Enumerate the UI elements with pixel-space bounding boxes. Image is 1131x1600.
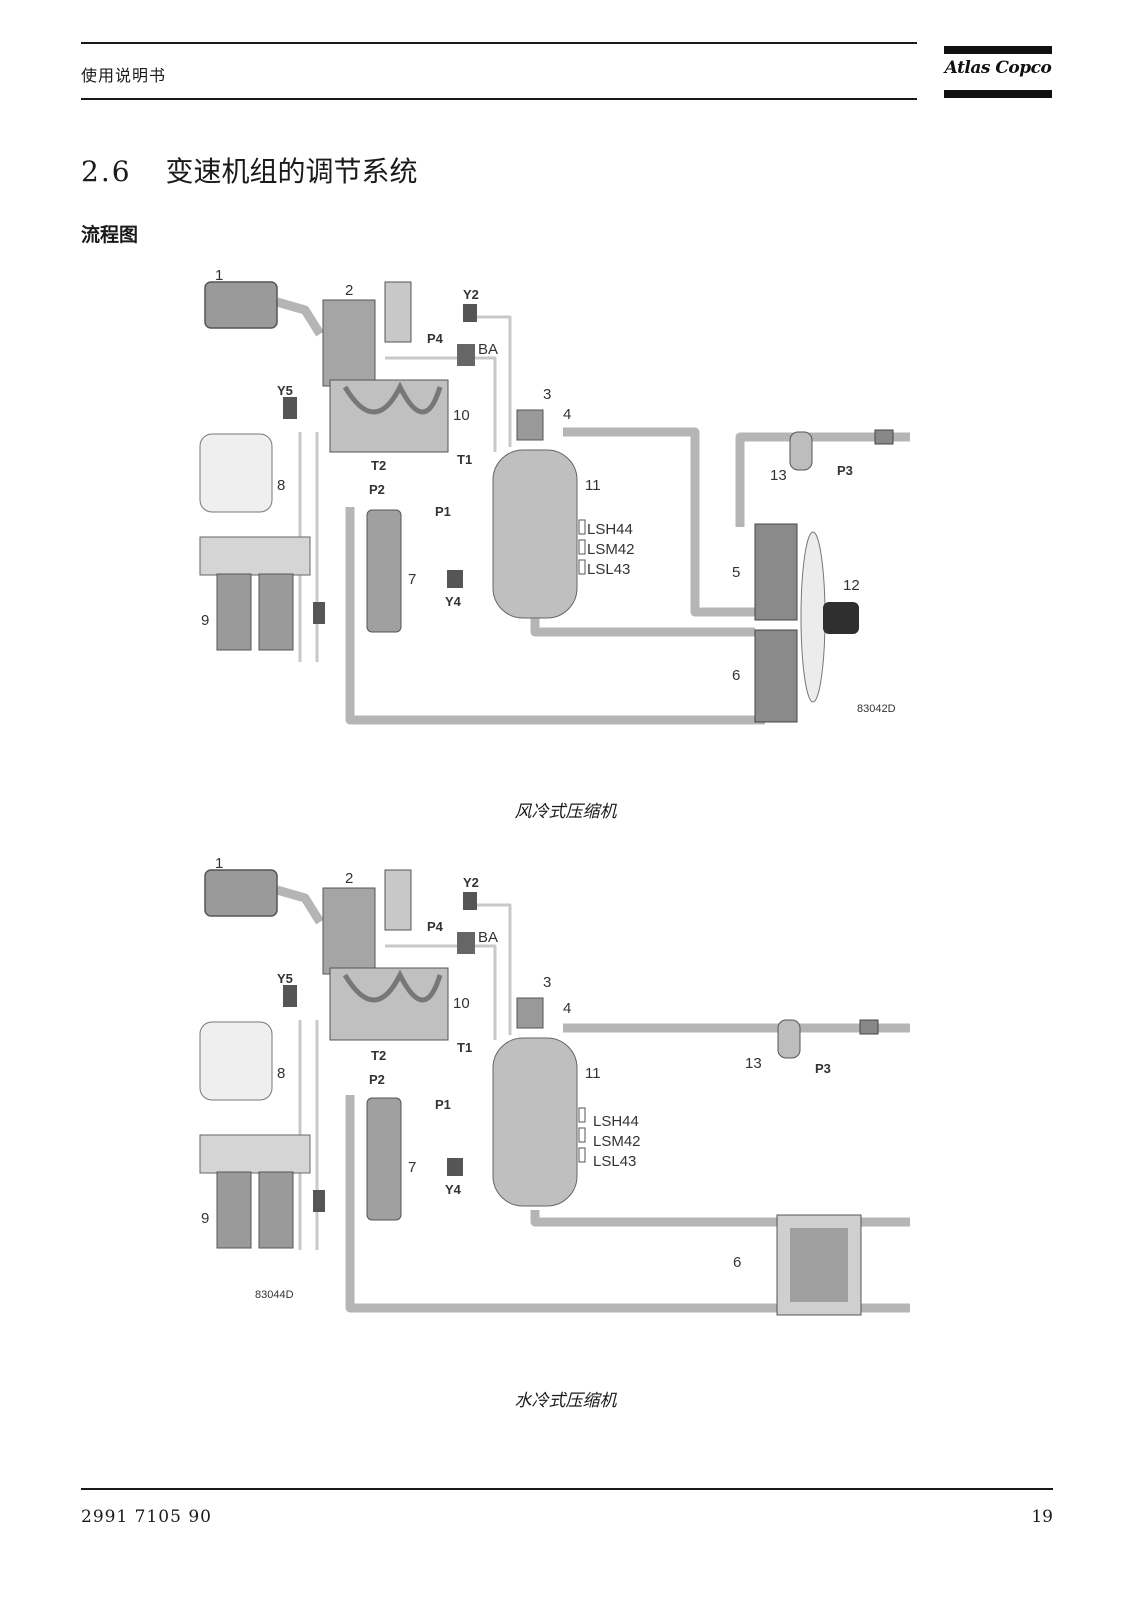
svg-text:83044D: 83044D (255, 1289, 294, 1301)
svg-text:2: 2 (345, 870, 353, 887)
svg-text:4: 4 (563, 406, 571, 423)
air-cooled-flow-diagram: 1 2 3 4 5 6 7 8 9 10 11 12 13 BA LSH44 L… (195, 262, 945, 740)
svg-text:11: 11 (585, 1065, 601, 1082)
header-title: 使用说明书 (81, 66, 167, 85)
svg-text:11: 11 (585, 477, 601, 494)
footer-page-number: 19 (1031, 1507, 1053, 1527)
svg-text:10: 10 (453, 995, 470, 1012)
svg-text:P4: P4 (427, 919, 444, 934)
atlas-copco-logo: Atlas Copco (944, 46, 1052, 100)
svg-text:12: 12 (843, 577, 860, 594)
svg-text:1: 1 (215, 855, 223, 872)
svg-text:Y2: Y2 (463, 287, 479, 302)
svg-text:LSL43: LSL43 (593, 1153, 636, 1170)
svg-text:LSM42: LSM42 (593, 1133, 641, 1150)
svg-text:BA: BA (478, 929, 498, 946)
svg-text:3: 3 (543, 974, 551, 991)
svg-text:LSL43: LSL43 (587, 561, 630, 578)
svg-text:P4: P4 (427, 331, 444, 346)
svg-text:LSH44: LSH44 (587, 521, 633, 538)
svg-text:LSH44: LSH44 (593, 1113, 639, 1130)
caption-water-cooled: 水冷式压缩机 (514, 1391, 617, 1411)
section-heading: 2.6 变速机组的调节系统 (81, 150, 418, 190)
footer-doc-number: 2991 7105 90 (81, 1507, 212, 1527)
svg-text:P1: P1 (435, 504, 451, 519)
svg-text:3: 3 (543, 386, 551, 403)
svg-text:P2: P2 (369, 482, 385, 497)
header-rule-bottom (81, 98, 917, 100)
header-rule-top (81, 42, 917, 44)
svg-text:8: 8 (277, 1065, 285, 1082)
svg-text:5: 5 (732, 564, 740, 581)
svg-text:Y2: Y2 (463, 875, 479, 890)
svg-text:Y5: Y5 (277, 383, 293, 398)
svg-text:P3: P3 (837, 463, 853, 478)
svg-text:7: 7 (408, 571, 416, 588)
svg-text:T1: T1 (457, 1040, 472, 1055)
svg-text:9: 9 (201, 1210, 209, 1227)
svg-text:T2: T2 (371, 458, 386, 473)
section-number: 2.6 (81, 155, 132, 188)
svg-text:9: 9 (201, 612, 209, 629)
svg-text:P3: P3 (815, 1061, 831, 1076)
svg-text:4: 4 (563, 1000, 571, 1017)
svg-text:2: 2 (345, 282, 353, 299)
svg-text:P1: P1 (435, 1097, 451, 1112)
svg-text:1: 1 (215, 267, 223, 284)
svg-text:6: 6 (732, 667, 740, 684)
svg-text:Y4: Y4 (445, 1182, 462, 1197)
svg-text:LSM42: LSM42 (587, 541, 635, 558)
logo-text: Atlas Copco (944, 58, 1052, 78)
svg-text:8: 8 (277, 477, 285, 494)
svg-text:T1: T1 (457, 452, 472, 467)
svg-text:10: 10 (453, 407, 470, 424)
footer-rule (81, 1488, 1053, 1490)
svg-text:P2: P2 (369, 1072, 385, 1087)
svg-text:T2: T2 (371, 1048, 386, 1063)
water-cooled-flow-diagram: 1 2 3 4 6 7 8 9 10 11 13 BA LSH44 LSM42 … (195, 850, 945, 1338)
caption-air-cooled: 风冷式压缩机 (514, 802, 617, 822)
flowchart-heading: 流程图 (81, 224, 139, 246)
section-title: 变速机组的调节系统 (165, 155, 418, 188)
svg-text:13: 13 (745, 1055, 762, 1072)
svg-text:Y5: Y5 (277, 971, 293, 986)
svg-text:83042D: 83042D (857, 703, 896, 715)
svg-text:6: 6 (733, 1254, 741, 1271)
svg-text:BA: BA (478, 341, 498, 358)
svg-text:Y4: Y4 (445, 594, 462, 609)
svg-text:7: 7 (408, 1159, 416, 1176)
svg-text:13: 13 (770, 467, 787, 484)
